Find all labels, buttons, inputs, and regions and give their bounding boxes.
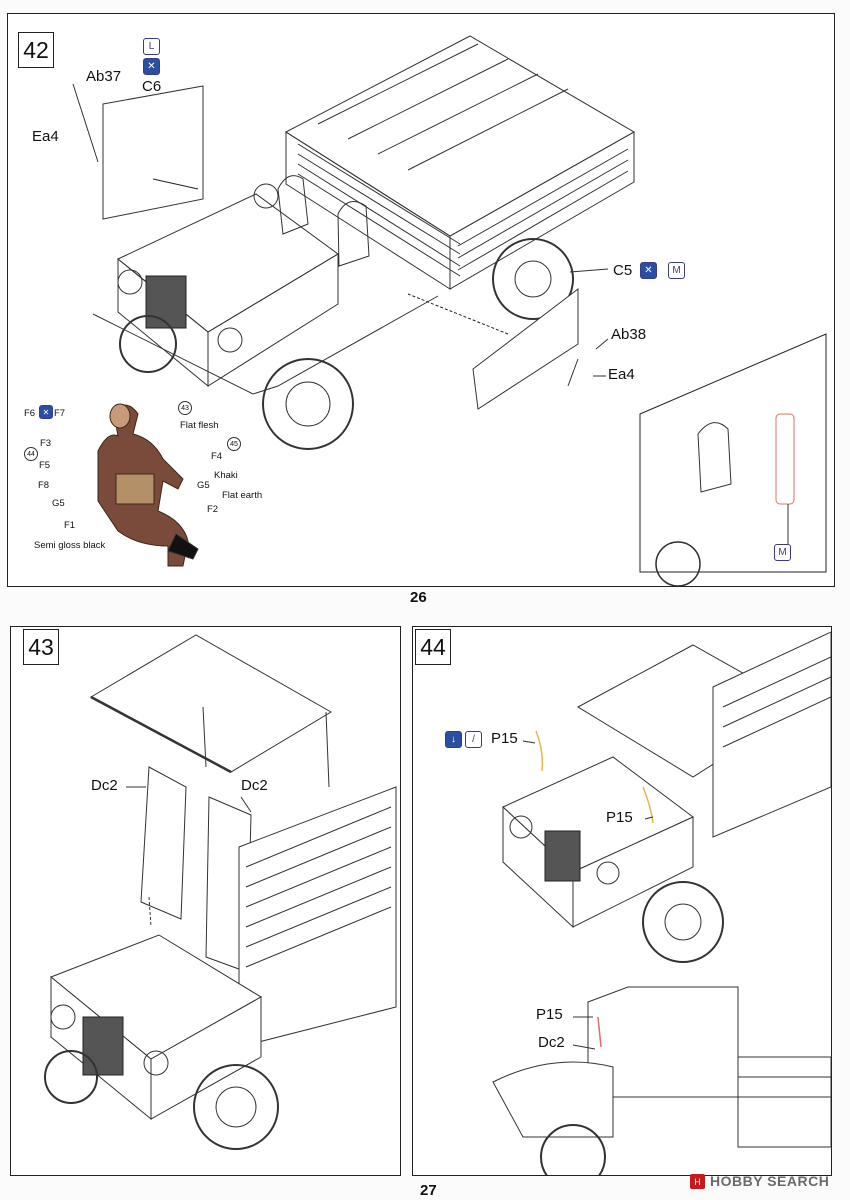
paint-g5-b: G5: [52, 498, 65, 509]
part-ab37: Ab37: [86, 68, 122, 85]
truck-drawing-43: [44, 634, 397, 1150]
part-p15-b: P15: [606, 809, 633, 826]
paint-circle-43: 43: [178, 401, 192, 415]
step-44-panel: 44 ↓ / P15 P15 P15 Dc2: [412, 626, 832, 1176]
paint-f2: F2: [207, 504, 219, 515]
paint-circle-45: 45: [227, 437, 241, 451]
paint-f5: F5: [39, 460, 51, 471]
step-42-panel: 42 L ✕ Ab37 C6 Ea4 C5 ✕ M Ab38 Ea4 F6 ✕ …: [7, 13, 835, 587]
part-p15: P15: [491, 730, 518, 747]
paint-f1: F1: [64, 520, 76, 531]
paint-g5: G5: [197, 480, 210, 491]
hobby-search-watermark: HOBBY SEARCH: [710, 1173, 830, 1189]
paint-f3: F3: [40, 438, 52, 449]
paint-f4: F4: [211, 451, 223, 462]
paint-flat-earth: Flat earth: [222, 490, 263, 501]
tool-badge-m: M: [668, 262, 685, 279]
part-c5: C5: [613, 262, 633, 279]
paint-f7: F7: [54, 408, 66, 419]
paint-drip-icon: ↓: [445, 731, 462, 748]
part-p15-c: P15: [536, 1006, 563, 1023]
truck-drawing-44: [492, 631, 831, 1175]
paint-khaki: Khaki: [214, 470, 238, 481]
part-ea4: Ea4: [32, 128, 59, 145]
tool-badge-l: L: [143, 38, 160, 55]
step-43-panel: 43 Dc2 Dc2: [10, 626, 401, 1176]
inset-badge-m: M: [774, 544, 791, 561]
part-dc2-b: Dc2: [241, 777, 268, 794]
paint-f8: F8: [38, 480, 50, 491]
mask-icon: ✕: [39, 405, 53, 419]
cement-icon: ✕: [640, 262, 657, 279]
step-number: 42: [18, 32, 54, 68]
part-ea4-b: Ea4: [608, 366, 635, 383]
paint-flat-flesh: Flat flesh: [180, 420, 219, 431]
page-number-26: 26: [410, 589, 427, 606]
paint-circle-44: 44: [24, 447, 38, 461]
step-number: 43: [23, 629, 59, 665]
hobby-search-logo: H: [690, 1174, 705, 1189]
part-ab38: Ab38: [611, 326, 647, 343]
part-c6: C6: [142, 78, 162, 95]
paint-semi-gloss-black: Semi gloss black: [34, 540, 106, 551]
page-number-27: 27: [420, 1182, 437, 1199]
step-number: 44: [415, 629, 451, 665]
part-dc2: Dc2: [91, 777, 118, 794]
truck-drawing-42: [72, 35, 827, 586]
cut-icon: /: [465, 731, 482, 748]
part-dc2: Dc2: [538, 1034, 565, 1051]
paint-f6: F6: [24, 408, 36, 419]
cement-icon: ✕: [143, 58, 160, 75]
